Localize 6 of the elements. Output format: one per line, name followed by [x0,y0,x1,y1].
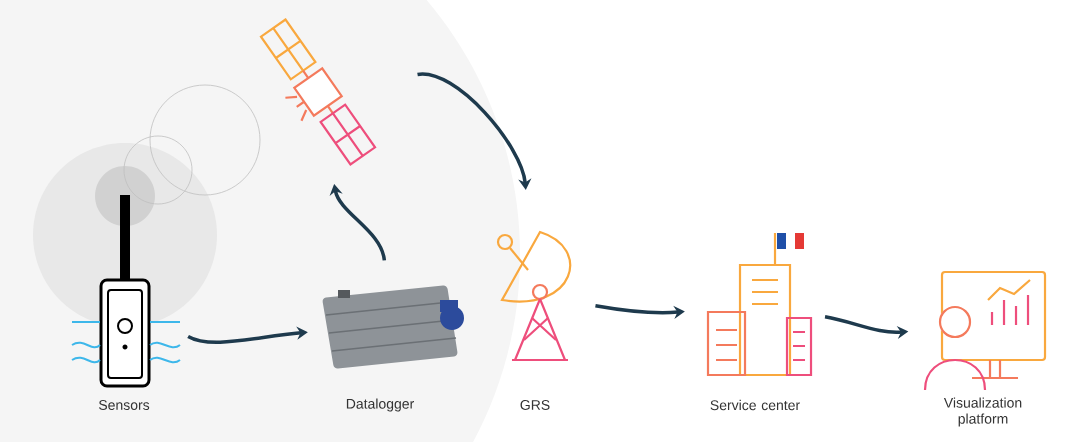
node-label: Service center [710,399,800,411]
node-label: Datalogger [346,398,414,412]
arrow [417,72,532,190]
node-label: Sensors [98,400,150,410]
node-label: Visualization platform [943,397,1022,427]
node-label: GRS [520,400,550,410]
